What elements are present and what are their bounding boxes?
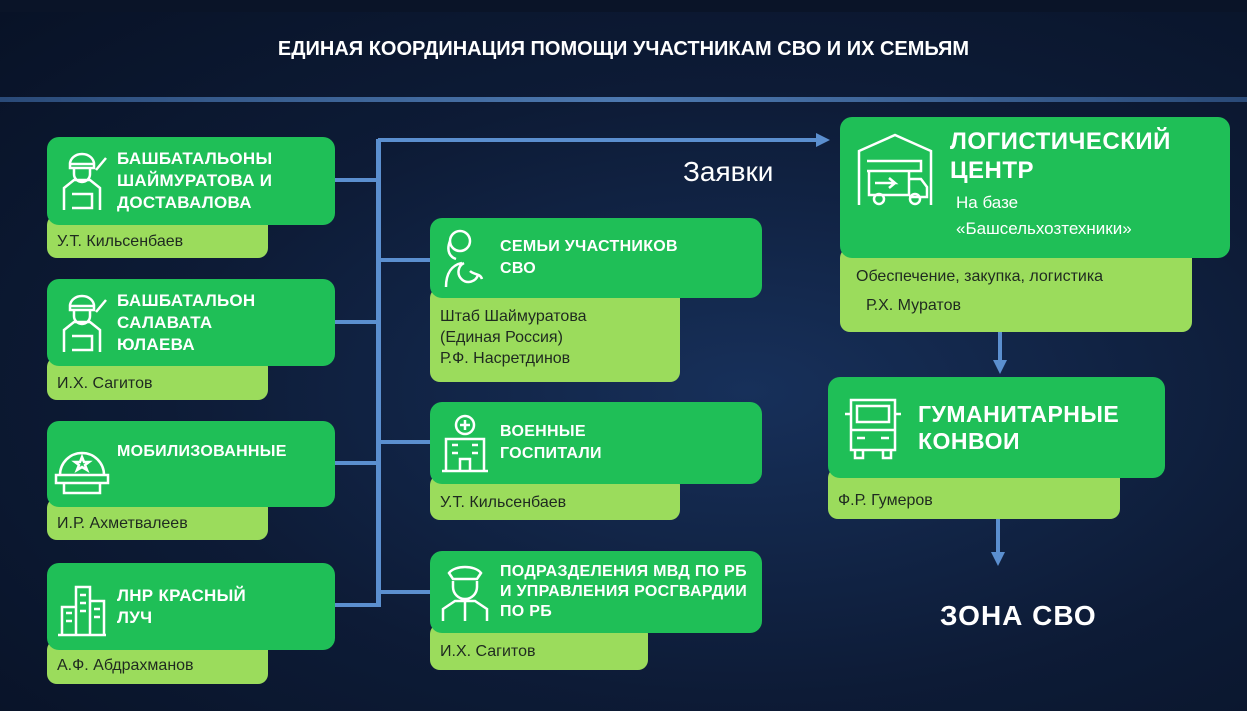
hospital-icon [430,413,500,473]
city-icon [47,577,117,637]
connector [335,178,380,182]
connector [335,603,380,607]
card-header: БАШБАТАЛЬОН САЛАВАТА ЮЛАЕВА [47,279,335,366]
card-header: БАШБАТАЛЬОНЫ ШАЙМУРАТОВА И ДОСТАВАЛОВА [47,137,335,225]
card-header: ЛНР КРАСНЫЙ ЛУЧ [47,563,335,650]
zone-label: ЗОНА СВО [940,600,1097,631]
truck-icon [828,396,918,460]
connector-to-logistics [378,138,818,142]
card-header: ГУМАНИТАРНЫЕ КОНВОИ [828,377,1165,478]
soldier-salute-icon [47,150,117,212]
connector [996,519,1000,553]
divider [0,97,1247,102]
police-officer-icon [430,561,500,623]
arrow-down-icon [993,360,1007,374]
card-header: МОБИЛИЗОВАННЫЕ [47,421,335,507]
card-details: Штаб Шаймуратова (Единая Россия) Р.Ф. На… [430,288,680,382]
soldier-salute-icon [47,292,117,354]
warehouse-truck-icon [840,127,950,207]
card-header: ПОДРАЗДЕЛЕНИЯ МВД ПО РБ И УПРАВЛЕНИЯ РОС… [430,551,762,633]
mother-child-icon [430,227,500,289]
arrow-down-icon [991,552,1005,566]
connector [378,440,432,444]
top-bar [0,0,1247,12]
connector [378,590,432,594]
helmet-icon [47,439,117,495]
connector [335,320,380,324]
requests-label: Заявки [683,156,774,187]
connector [335,461,380,465]
card-header: СЕМЬИ УЧАСТНИКОВ СВО [430,218,762,298]
card-header: ВОЕННЫЕ ГОСПИТАЛИ [430,402,762,484]
connector-trunk [376,139,381,607]
connector [998,332,1002,362]
arrow-right-icon [816,133,830,147]
card-details: Обеспечение, закупка, логистика Р.Х. Мур… [840,248,1192,332]
connector [378,258,432,262]
card-header: ЛОГИСТИЧЕСКИЙ ЦЕНТР На базе «Башсельхозт… [840,117,1230,258]
page-title: ЕДИНАЯ КООРДИНАЦИЯ ПОМОЩИ УЧАСТНИКАМ СВО… [277,38,970,60]
